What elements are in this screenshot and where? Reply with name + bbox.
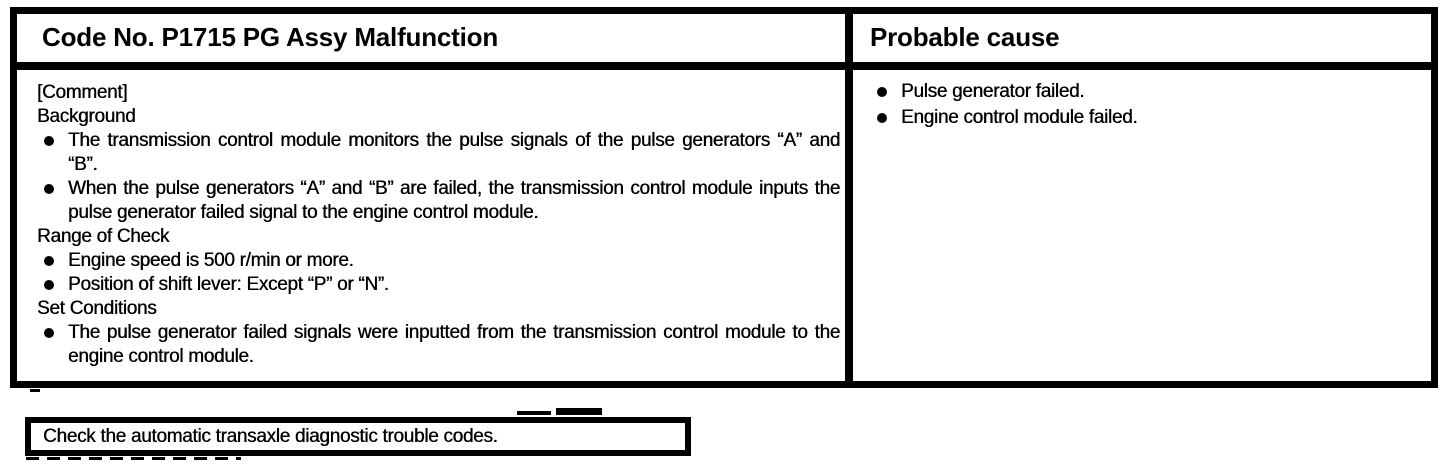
bullet-icon (44, 328, 54, 338)
bullet-item-text: Position of shift lever: Except “P” or “… (68, 274, 389, 295)
scan-artifact (26, 457, 241, 460)
bullet-item-text: The pulse generator failed signals were … (68, 322, 840, 367)
scan-artifact (517, 411, 551, 415)
scan-artifact (556, 408, 602, 415)
probable-cause-header-cell: Probable cause (870, 22, 1060, 52)
bullet-icon (877, 87, 887, 97)
scan-artifact (30, 389, 40, 392)
action-box: Check the automatic transaxle diagnostic… (25, 417, 691, 456)
code-header-cell: Code No. P1715 PG Assy Malfunction (17, 14, 853, 62)
set-conditions-bullet-item: The pulse generator failed signals were … (37, 321, 840, 369)
dtc-table: Code No. P1715 PG Assy Malfunction Proba… (10, 7, 1438, 388)
table-header-row: Code No. P1715 PG Assy Malfunction Proba… (17, 14, 1431, 70)
comment-label: [Comment] (37, 82, 128, 103)
bullet-icon (877, 113, 887, 123)
set-conditions-heading: Set Conditions (37, 298, 157, 319)
range-bullet-item: Position of shift lever: Except “P” or “… (37, 273, 840, 297)
bullet-item-text: When the pulse generators “A” and “B” ar… (68, 178, 840, 223)
background-bullet-item: When the pulse generators “A” and “B” ar… (37, 177, 840, 225)
probable-cause-cell: Pulse generator failed. Engine control m… (853, 70, 1431, 381)
cause-item-text: Pulse generator failed. (901, 81, 1085, 102)
bullet-item-text: Engine speed is 500 r/min or more. (68, 250, 354, 271)
background-bullet-item: The transmission control module monitors… (37, 129, 840, 177)
cause-item: Pulse generator failed. (870, 79, 1419, 105)
cause-item-text: Engine control module failed. (901, 107, 1138, 128)
cause-item: Engine control module failed. (870, 105, 1419, 131)
background-heading: Background (37, 106, 136, 127)
bullet-icon (44, 256, 54, 266)
bullet-icon (44, 280, 54, 290)
comment-cell: [Comment] Background The transmission co… (17, 70, 853, 381)
bullet-item-text: The transmission control module monitors… (68, 130, 840, 175)
range-bullet-item: Engine speed is 500 r/min or more. (37, 249, 840, 273)
range-of-check-heading: Range of Check (37, 226, 170, 247)
action-text: Check the automatic transaxle diagnostic… (43, 425, 498, 447)
bullet-icon (44, 136, 54, 146)
bullet-icon (44, 184, 54, 194)
table-body-row: [Comment] Background The transmission co… (17, 70, 1431, 381)
